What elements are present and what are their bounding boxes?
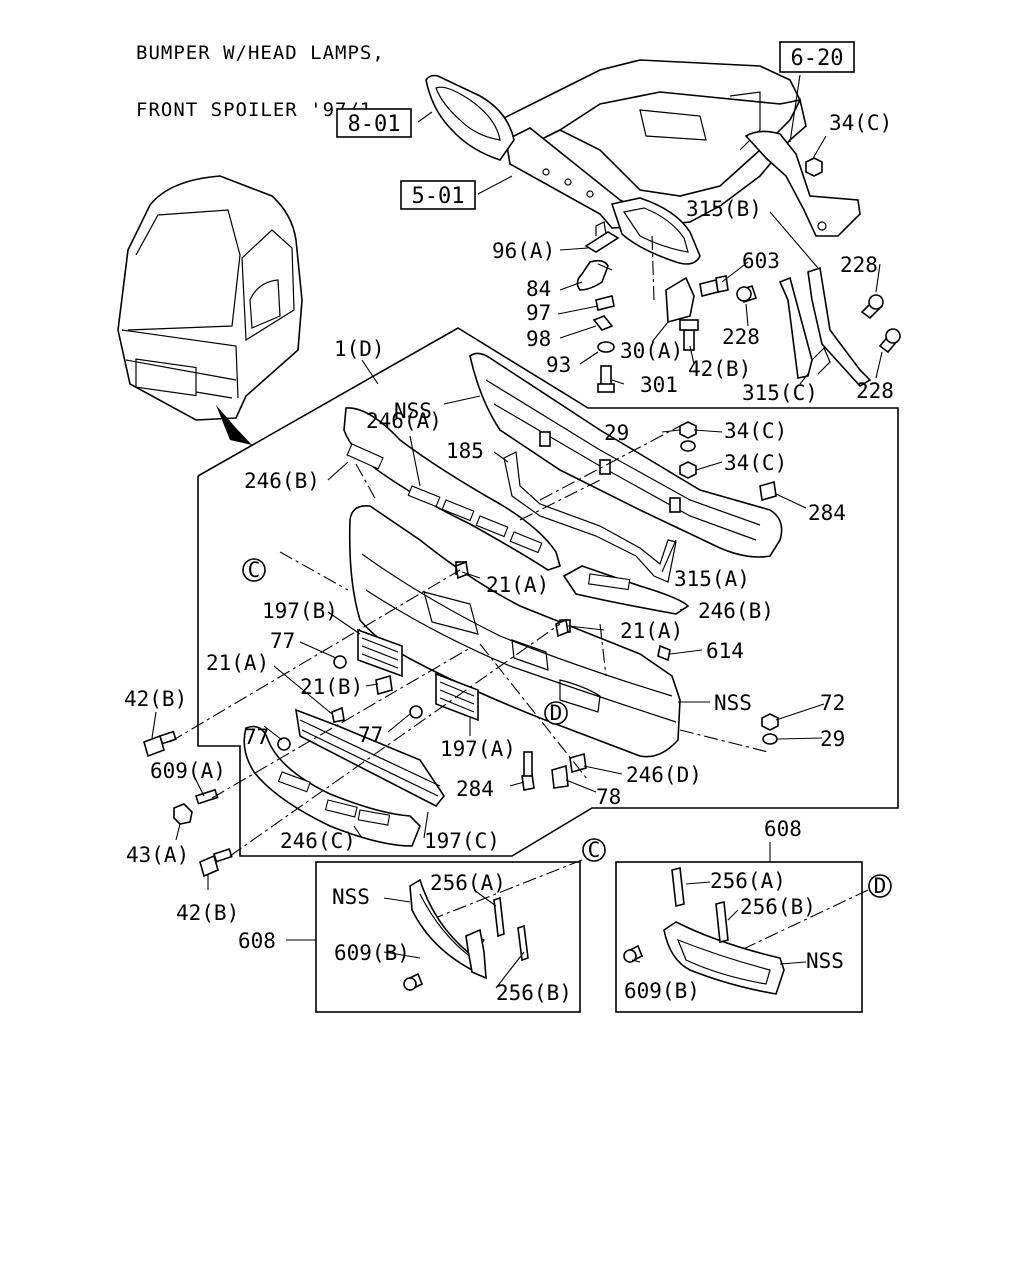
label-29-top: 29 (604, 421, 629, 445)
label-42b-left: 42(B) (124, 687, 187, 711)
label-315a: 315(A) (674, 567, 750, 591)
label-98: 98 (526, 327, 551, 351)
callout-c-main-label: C (248, 558, 261, 582)
bumper-group-frame (197, 327, 899, 857)
ref-box-5-01-label: 5-01 (412, 184, 465, 209)
label-97: 97 (526, 301, 551, 325)
label-197b: 197(B) (262, 599, 338, 623)
label-77-a: 77 (270, 629, 295, 653)
label-21a-right: 21(A) (620, 619, 683, 643)
chassis-frame (425, 59, 861, 265)
label-nss-top: NSS (394, 399, 432, 423)
ref-box-6-20[interactable]: 6-20 (779, 41, 855, 73)
ref-box-8-01[interactable]: 8-01 (336, 108, 412, 138)
ref-box-5-01[interactable]: 5-01 (400, 180, 476, 210)
ref-box-8-01-label: 8-01 (348, 112, 401, 137)
truck-cab-illustration (117, 175, 303, 445)
label-301: 301 (640, 373, 678, 397)
label-315c: 315(C) (742, 381, 818, 405)
label-34c-top: 34(C) (829, 111, 892, 135)
grille-197b-slats (361, 637, 399, 669)
label-315b: 315(B) (686, 197, 762, 221)
alignment-lines (169, 235, 869, 961)
bumper-parts (243, 352, 783, 847)
callout-c-main: C (242, 558, 266, 582)
label-614: 614 (706, 639, 744, 663)
label-246b-right: 246(B) (698, 599, 774, 623)
label-78: 78 (596, 785, 621, 809)
label-246a: 246(A) (366, 409, 442, 433)
label-72: 72 (820, 691, 845, 715)
detail-box-c (286, 861, 581, 1013)
label-29-mid: 29 (820, 727, 845, 751)
label-256b-d: 256(B) (740, 895, 816, 919)
label-nss-d: NSS (806, 949, 844, 973)
label-93: 93 (546, 353, 571, 377)
label-246b-left: 246(B) (244, 469, 320, 493)
label-nss-c: NSS (332, 885, 370, 909)
detail-box-d (615, 861, 863, 1013)
label-43a: 43(A) (126, 843, 189, 867)
label-197c: 197(C) (424, 829, 500, 853)
label-42b-top: 42(B) (688, 357, 751, 381)
ref-box-6-20-label: 6-20 (791, 46, 844, 71)
label-256a-d: 256(A) (710, 869, 786, 893)
callout-d-main-label: D (550, 701, 563, 725)
label-609b-d: 609(B) (624, 979, 700, 1003)
label-284-right: 284 (808, 501, 846, 525)
outer-fasteners (143, 730, 233, 878)
label-603: 603 (742, 249, 780, 273)
label-nss-mid: NSS (714, 691, 752, 715)
callout-c-detail: C (582, 838, 606, 862)
label-34c-b: 34(C) (724, 451, 787, 475)
label-256b-c: 256(B) (496, 981, 572, 1005)
label-30a: 30(A) (620, 339, 683, 363)
part-labels: 34(C) 315(B) 96(A) 603 228 84 97 228 98 … (124, 111, 894, 1005)
label-284-mid: 284 (456, 777, 494, 801)
label-197a: 197(A) (440, 737, 516, 761)
label-21a-left: 21(A) (206, 651, 269, 675)
callout-c-detail-label: C (588, 838, 601, 862)
label-228-c: 228 (856, 379, 894, 403)
label-84: 84 (526, 277, 551, 301)
label-42b-bottom: 42(B) (176, 901, 239, 925)
label-608-left: 608 (238, 929, 276, 953)
label-21a-mid: 21(A) (486, 573, 549, 597)
callout-d-detail: D (868, 874, 892, 898)
label-21b: 21(B) (300, 675, 363, 699)
label-185: 185 (446, 439, 484, 463)
label-608-right: 608 (764, 817, 802, 841)
label-77-b: 77 (244, 725, 269, 749)
label-34c-a: 34(C) (724, 419, 787, 443)
label-228-b: 228 (722, 325, 760, 349)
label-256a-c: 256(A) (430, 871, 506, 895)
leader-lines (151, 74, 883, 890)
upper-small-parts (576, 157, 901, 393)
label-246c: 246(C) (280, 829, 356, 853)
label-609b-c: 609(B) (334, 941, 410, 965)
spoiler-grille-slots-top (346, 443, 543, 554)
callout-d-main: D (544, 701, 568, 725)
label-609a: 609(A) (150, 759, 226, 783)
label-96a: 96(A) (492, 239, 555, 263)
title-line-1: BUMPER W/HEAD LAMPS, (136, 42, 385, 64)
label-246d: 246(D) (626, 763, 702, 787)
label-77-c: 77 (358, 723, 383, 747)
label-228-a: 228 (840, 253, 878, 277)
label-1d: 1(D) (334, 337, 385, 361)
callout-d-detail-label: D (874, 874, 887, 898)
